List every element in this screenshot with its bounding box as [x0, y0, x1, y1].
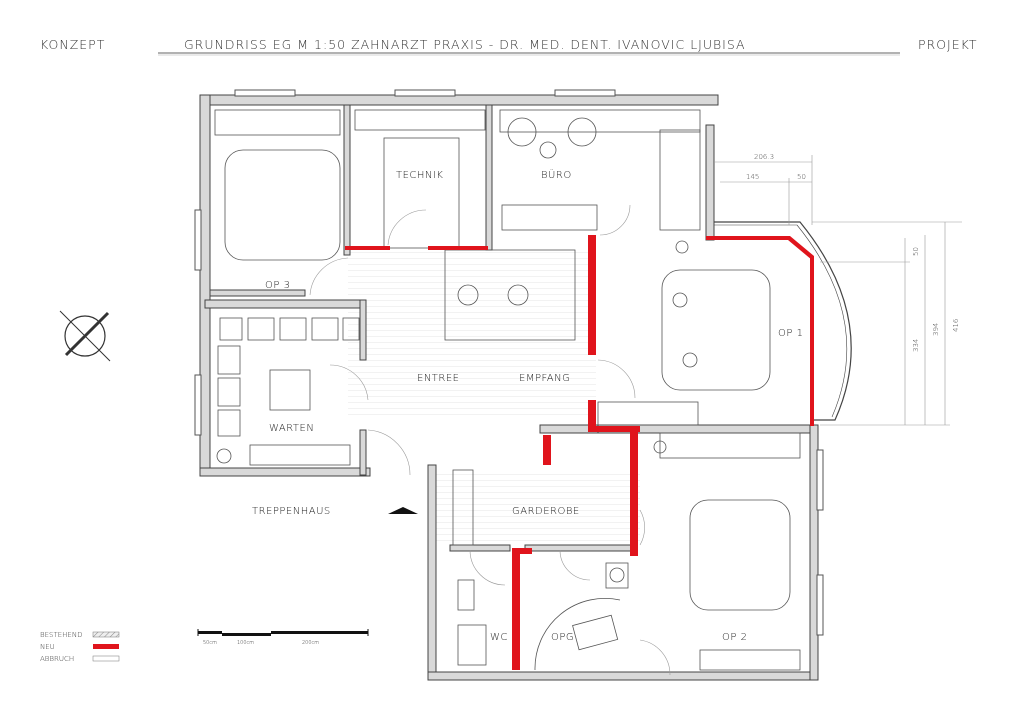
existing-walls: [199, 94, 819, 681]
doors: [309, 204, 671, 676]
windows: [194, 89, 824, 636]
legend-swatch-abbruch: [92, 655, 120, 662]
room-label-buero: BÜRO: [541, 168, 572, 181]
new-walls: [345, 235, 814, 670]
dim-top-total: 206.3: [754, 153, 774, 161]
op1-bay: [714, 221, 852, 421]
legend-swatch-neu: [93, 644, 119, 649]
legend-label-neu: NEU: [40, 643, 55, 651]
scale-label-200: 200cm: [302, 640, 319, 646]
room-label-opg: OPG: [551, 632, 574, 643]
dim-right-c: 394: [932, 323, 940, 336]
dimension-lines: [714, 155, 962, 426]
legend-label-abbruch: ABBRUCH: [40, 655, 74, 663]
dim-right-d: 416: [952, 319, 960, 332]
legend-label-bestehend: BESTEHEND: [40, 631, 82, 639]
room-label-entree: ENTREE: [417, 373, 460, 384]
room-label-op2: OP 2: [722, 632, 747, 643]
room-label-op1: OP 1: [778, 328, 803, 339]
scale-label-50: 50cm: [203, 640, 217, 646]
room-label-wc: WC: [490, 632, 508, 643]
header-right: PROJEKT: [918, 37, 978, 52]
room-label-op3: OP 3: [265, 280, 290, 291]
room-label-technik: TECHNIK: [396, 170, 443, 181]
compass-icon: [59, 310, 111, 362]
dim-right-a: 50: [912, 247, 920, 256]
room-label-garderobe: GARDEROBE: [512, 506, 580, 517]
room-label-empfang: EMPFANG: [519, 373, 570, 384]
dim-right-b: 334: [912, 339, 920, 352]
header-left: KONZEPT: [40, 37, 105, 52]
scale-bar: [197, 629, 369, 636]
room-label-warten: WARTEN: [269, 423, 314, 434]
dim-top-a: 145: [746, 173, 759, 181]
garderobe-floor: [435, 470, 640, 545]
staircase-arrow-icon: [388, 507, 418, 514]
drawing-title: GRUNDRISS EG M 1:50 ZAHNARZT PRAXIS - DR…: [184, 37, 746, 52]
legend-swatch-bestehend: [92, 631, 120, 638]
corridor-floor: [348, 250, 596, 420]
furniture: [214, 109, 801, 671]
room-label-treppenhaus: TREPPENHAUS: [252, 506, 331, 517]
dim-top-b: 50: [797, 173, 806, 181]
scale-label-100: 100cm: [237, 640, 254, 646]
